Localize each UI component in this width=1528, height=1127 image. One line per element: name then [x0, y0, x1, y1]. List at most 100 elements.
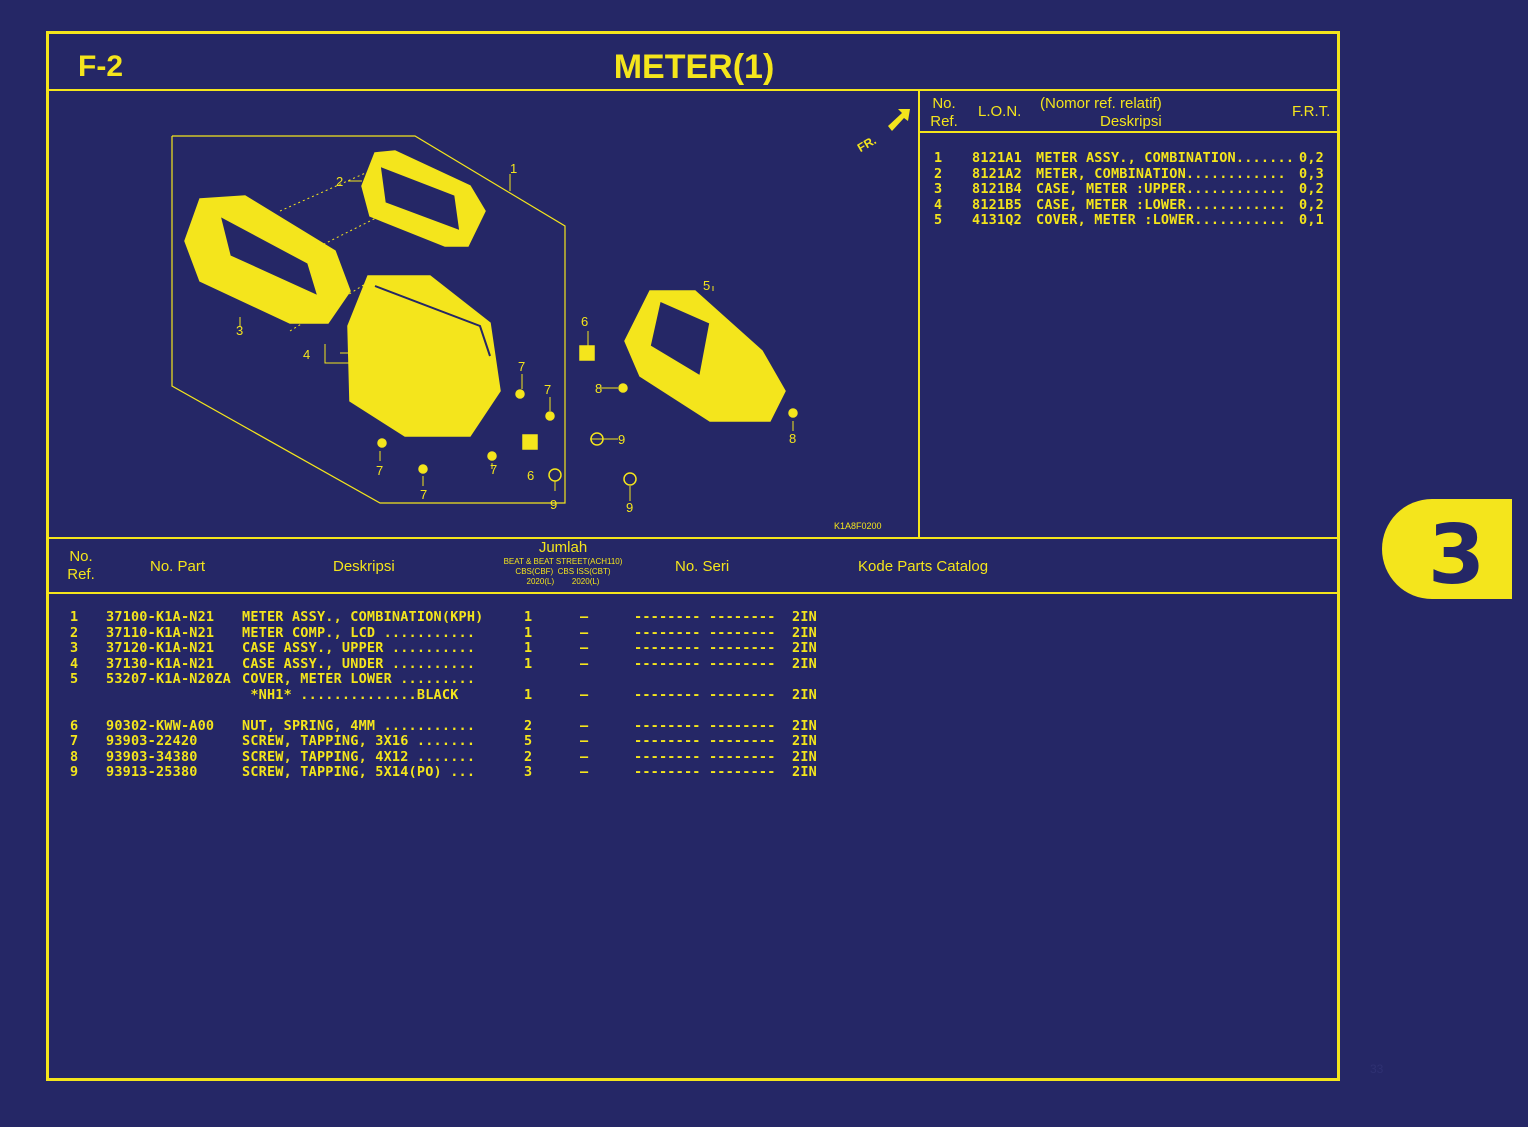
case-lower-part [347, 275, 501, 437]
cell-q1: 2 [524, 748, 533, 765]
page-title: METER(1) [613, 48, 775, 86]
cell-desc: NUT, SPRING, 4MM ........... [242, 717, 476, 734]
callout-9c: 9 [626, 500, 633, 515]
parts-header-desc: Deskripsi [333, 558, 395, 575]
cell-part: 53207-K1A-N20ZA [106, 671, 231, 687]
cell-q2: – [580, 686, 589, 703]
section-tab-number: 3 [1428, 508, 1486, 603]
cell-seri: -------- -------- [634, 686, 776, 703]
cell-part: 93913-25380 [106, 764, 198, 780]
header-divider [48, 89, 1340, 91]
parts-header-models: BEAT & BEAT STREET(ACH110) CBS(CBF) CBS … [503, 557, 623, 586]
cell-desc: *NH1* ..............BLACK [242, 686, 459, 703]
parts-top-divider [48, 537, 1340, 539]
cell-kode: 2IN [792, 640, 817, 656]
cell-ref: 8 [70, 748, 79, 765]
lon-header-desc: (Nomor ref. relatif) Deskripsi [1040, 95, 1162, 130]
cell-kode: 2IN [792, 717, 817, 734]
table-row: *NH1* ..............BLACK 1 – -------- ----… [70, 686, 832, 704]
cell-q1: 5 [524, 733, 533, 749]
callout-7e: 7 [490, 462, 497, 477]
parts-header-seri: No. Seri [675, 558, 730, 575]
cell-q2: – [580, 764, 589, 780]
cell-desc: COVER, METER LOWER ......... [242, 671, 476, 687]
callout-6: 6 [581, 314, 588, 329]
cell-desc: METER COMP., LCD ........... [242, 624, 476, 641]
lon-header-ref: No. Ref. [930, 95, 958, 130]
catalog-frame [46, 31, 1340, 1081]
callout-7d: 7 [420, 487, 427, 502]
callout-3: 3 [236, 323, 243, 338]
cell-ref: 6 [70, 717, 79, 734]
callout-9: 9 [618, 432, 625, 447]
cell-kode: 2IN [792, 655, 817, 672]
callout-7b: 7 [544, 382, 551, 397]
cell-q1: 3 [524, 764, 533, 780]
callout-4: 4 [303, 347, 310, 362]
cell-part: 93903-22420 [106, 733, 198, 749]
table-row: 1 37100-K1A-N21 METER ASSY., COMBINATION(K… [70, 609, 832, 626]
parts-header-divider [48, 592, 1340, 594]
cell-desc: SCREW, TAPPING, 4X12 ....... [242, 748, 476, 765]
section-tab[interactable] [1382, 499, 1512, 599]
cell-seri: -------- -------- [634, 640, 776, 656]
cell-part: 37110-K1A-N21 [106, 624, 215, 641]
section-code: F-2 [78, 50, 123, 83]
table-row [70, 703, 832, 719]
diagram-divider [918, 89, 920, 539]
callout-1: 1 [510, 161, 517, 176]
callout-8b: 8 [789, 431, 796, 446]
cell-q1: 1 [524, 655, 533, 672]
cell-ref: 9 [70, 764, 79, 780]
cell-kode: 2IN [792, 733, 817, 749]
callout-2: 2 [336, 174, 343, 189]
parts-header-jumlah: Jumlah [538, 539, 588, 556]
cell-kode: 2IN [792, 686, 817, 703]
parts-table: 1 37100-K1A-N21 METER ASSY., COMBINATION(K… [70, 609, 832, 781]
cell-desc: CASE ASSY., UPPER .......... [242, 640, 476, 656]
cell-q2: – [580, 640, 589, 656]
diagram-code: K1A8F0200 [834, 521, 882, 531]
cell-q1: 1 [524, 609, 533, 625]
cell-seri: -------- -------- [634, 609, 776, 625]
cell-seri: -------- -------- [634, 764, 776, 780]
cell-ref: 2 [70, 624, 79, 641]
cell-ref: 4 [70, 655, 79, 672]
cell-desc: CASE ASSY., UNDER .......... [242, 655, 476, 672]
cell-part: 93903-34380 [106, 748, 198, 765]
front-label: FR. [855, 133, 879, 155]
callout-7: 7 [518, 359, 525, 374]
cell-q2: – [580, 748, 589, 765]
cell-desc: SCREW, TAPPING, 3X16 ....... [242, 733, 476, 749]
cell-part: 37100-K1A-N21 [106, 609, 215, 625]
callout-7c: 7 [376, 463, 383, 478]
parts-header-part: No. Part [150, 558, 206, 575]
lon-header-divider [920, 131, 1340, 133]
exploded-diagram: FR. 1 2 3 4 5 6 6 7 7 7 7 7 7 8 8 9 9 9 … [171, 109, 910, 531]
cell-seri: -------- -------- [634, 733, 776, 749]
table-row: 6 90302-KWW-A00 NUT, SPRING, 4MM .........… [70, 717, 832, 735]
cell-q1: 1 [524, 624, 533, 641]
cell-q1: 1 [524, 640, 533, 656]
cell-seri: -------- -------- [634, 655, 776, 672]
cell-q1: 1 [524, 686, 533, 703]
cell-q2: – [580, 717, 589, 734]
front-arrow-icon: FR. [855, 109, 910, 155]
cell-seri: -------- -------- [634, 748, 776, 765]
cell-desc: METER ASSY., COMBINATION(KPH) [242, 609, 484, 625]
cell-kode: 2IN [792, 624, 817, 641]
cell-kode: 2IN [792, 764, 817, 780]
cell-part: 90302-KWW-A00 [106, 717, 215, 734]
table-row: 8 93903-34380 SCREW, TAPPING, 4X12 .......… [70, 748, 832, 766]
cell-q2: – [580, 655, 589, 672]
cell-kode: 2IN [792, 748, 817, 765]
lon-header-frt: F.R.T. [1292, 103, 1331, 120]
